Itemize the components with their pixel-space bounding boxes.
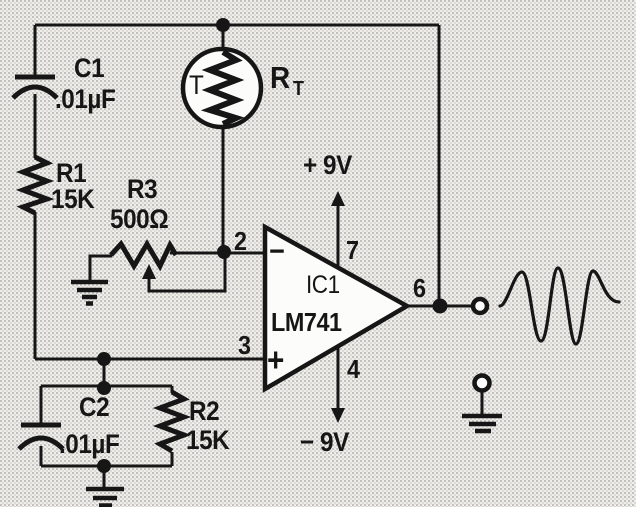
wire-r3-ground-lead bbox=[88, 254, 112, 281]
junction-dot bbox=[217, 245, 231, 259]
rt-ref-subscript: T bbox=[293, 78, 304, 100]
junction-dot bbox=[97, 459, 111, 473]
resistor-r2-symbol bbox=[152, 389, 192, 454]
opamp-triangle bbox=[262, 223, 412, 393]
junction-dot bbox=[97, 381, 111, 395]
noninverting-sign: + bbox=[267, 341, 284, 378]
negative-supply-label: − 9V bbox=[300, 427, 349, 457]
positive-supply-label: + 9V bbox=[303, 150, 352, 180]
junction-dot bbox=[216, 18, 230, 32]
r2-value-label: 15K bbox=[186, 425, 230, 455]
r3-value-label: 500Ω bbox=[110, 204, 169, 234]
pin-2-label: 2 bbox=[234, 226, 247, 256]
ground-symbol-output bbox=[462, 413, 502, 434]
pin-7-label: 7 bbox=[346, 235, 359, 265]
potentiometer-r3-symbol bbox=[109, 239, 179, 272]
output-terminal bbox=[470, 296, 490, 316]
capacitor-c2-curved-plate bbox=[17, 435, 65, 451]
supply-arrow-down-icon bbox=[331, 408, 345, 423]
c1-value-label: .01µF bbox=[55, 84, 116, 114]
sine-wave bbox=[498, 266, 621, 346]
ground-symbol-bottom bbox=[86, 486, 124, 507]
resistor-r1-symbol bbox=[15, 154, 55, 216]
r2-ref-label: R2 bbox=[189, 396, 220, 426]
c2-ref-label: C2 bbox=[79, 392, 110, 422]
r1-value-label: 15K bbox=[51, 184, 95, 214]
pin-3-label: 3 bbox=[238, 330, 251, 360]
ground-terminal bbox=[472, 373, 492, 393]
rt-ref-label: R bbox=[270, 60, 290, 95]
wiper-arrow-icon bbox=[142, 264, 156, 279]
ground-symbol-r3 bbox=[71, 279, 108, 306]
supply-arrow-up-icon bbox=[331, 191, 345, 206]
junction-dot bbox=[97, 352, 111, 366]
wire-wiper-return bbox=[147, 253, 227, 293]
r1-ref-label: R1 bbox=[56, 158, 87, 188]
thermistor-resistor-symbol bbox=[200, 49, 245, 127]
thermistor-body-letter: T bbox=[189, 70, 204, 100]
junction-dot bbox=[432, 298, 448, 314]
inverting-sign: − bbox=[269, 235, 285, 268]
r3-ref-label: R3 bbox=[127, 174, 158, 204]
ic-ref-label: IC1 bbox=[306, 271, 340, 299]
pin-6-label: 6 bbox=[413, 273, 426, 303]
capacitor-c1-curved-plate bbox=[11, 84, 59, 100]
c2-value-label: .01µF bbox=[59, 429, 120, 459]
pin-4-label: 4 bbox=[347, 354, 360, 384]
c1-ref-label: C1 bbox=[74, 53, 105, 83]
ic-part-label: LM741 bbox=[271, 307, 342, 337]
